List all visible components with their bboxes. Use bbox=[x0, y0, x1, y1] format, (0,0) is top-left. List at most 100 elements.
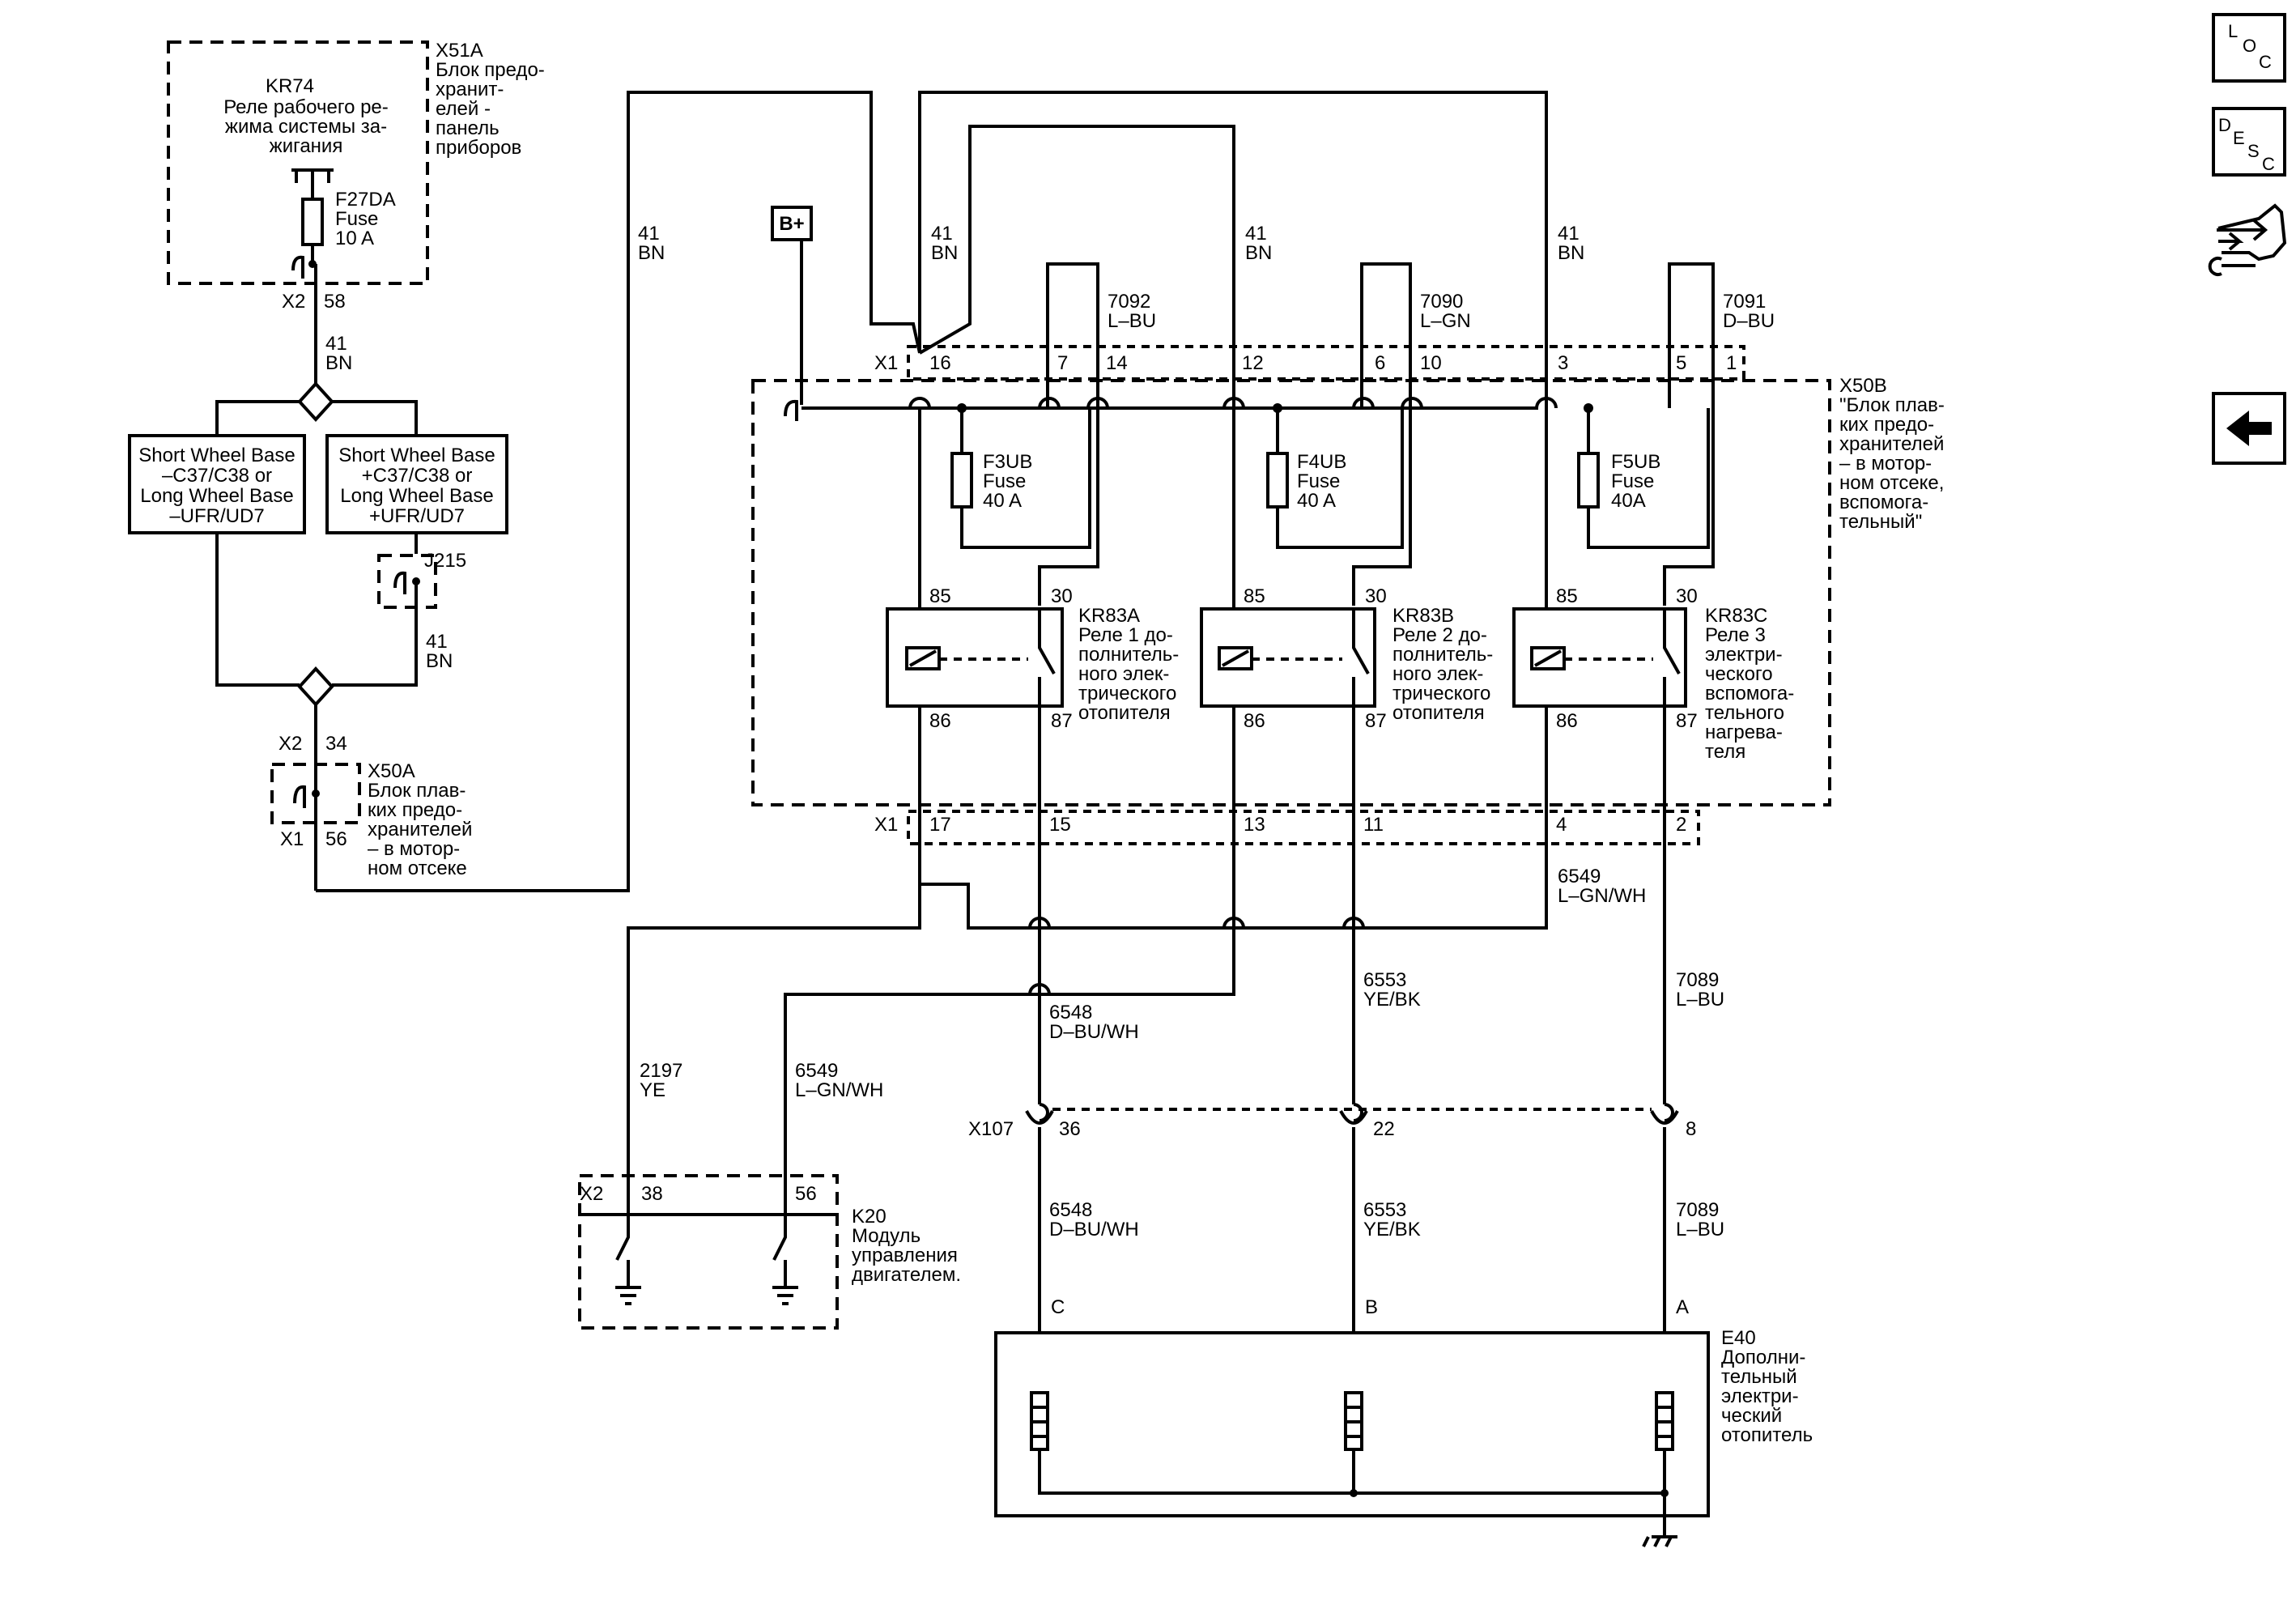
svg-text:86: 86 bbox=[929, 710, 951, 732]
svg-text:2: 2 bbox=[1676, 814, 1686, 836]
svg-text:электри-: электри- bbox=[1705, 644, 1783, 666]
wire-6553-lower-color: YE/BK bbox=[1363, 1219, 1421, 1240]
f4ub-fuse-symbol bbox=[1266, 452, 1289, 509]
svg-text:30: 30 bbox=[1676, 585, 1698, 607]
wire-2197-num: 2197 bbox=[640, 1060, 682, 1082]
svg-text:теля: теля bbox=[1705, 741, 1745, 763]
wire-7090 bbox=[1352, 262, 1412, 606]
wire-41bn-riser bbox=[316, 91, 921, 892]
svg-text:L–GN: L–GN bbox=[1420, 310, 1471, 332]
svg-text:14: 14 bbox=[1106, 352, 1128, 374]
svg-text:ном отсеке: ном отсеке bbox=[368, 857, 467, 879]
desc-letter-c: C bbox=[2262, 154, 2275, 174]
svg-text:4: 4 bbox=[1556, 814, 1567, 836]
relay-kr83b-label: KR83B Реле 2 до- полнитель- ного элек- т… bbox=[1392, 605, 1493, 724]
svg-text:отопителя: отопителя bbox=[1078, 702, 1171, 724]
svg-text:жима системы за-: жима системы за- bbox=[225, 116, 387, 138]
splice-top bbox=[297, 381, 334, 422]
svg-text:41: 41 bbox=[1558, 223, 1580, 245]
desc-letter-d: D bbox=[2218, 115, 2231, 135]
k20-pin-38: 38 bbox=[641, 1183, 663, 1205]
svg-text:BN: BN bbox=[1245, 242, 1272, 264]
svg-text:отопитель: отопитель bbox=[1721, 1424, 1813, 1446]
svg-text:елей -: елей - bbox=[436, 98, 491, 120]
wire-6549-right-color: L–GN/WH bbox=[1558, 885, 1646, 907]
wire-6548-upper-color: D–BU/WH bbox=[1049, 1021, 1139, 1043]
svg-text:жигания: жигания bbox=[270, 135, 343, 157]
option-right-label: Short Wheel Base +C37/C38 or Long Wheel … bbox=[338, 445, 495, 527]
svg-text:F27DA: F27DA bbox=[335, 189, 396, 211]
x107-terminals bbox=[1025, 1110, 1679, 1125]
wire-7089-lower-num: 7089 bbox=[1676, 1199, 1719, 1221]
svg-text:Short Wheel Base: Short Wheel Base bbox=[338, 445, 495, 466]
relay-kr83c-label: KR83C Реле 3 электри- ческого вспомога- … bbox=[1705, 605, 1794, 763]
svg-text:F3UB: F3UB bbox=[983, 451, 1032, 473]
svg-text:X51A: X51A bbox=[436, 40, 483, 62]
svg-text:панель: панель bbox=[436, 117, 500, 139]
x1-bottom-conn-label: X1 bbox=[874, 814, 898, 836]
svg-text:хранит-: хранит- bbox=[436, 79, 504, 100]
svg-text:хранителей: хранителей bbox=[368, 819, 472, 840]
svg-text:отопителя: отопителя bbox=[1392, 702, 1485, 724]
x2-terminal-symbol bbox=[291, 255, 304, 279]
desc-button[interactable]: D E S C bbox=[2212, 107, 2286, 177]
back-button[interactable] bbox=[2212, 392, 2286, 465]
f27da-label: F27DA Fuse 10 A bbox=[335, 189, 396, 249]
wire-7091 bbox=[1663, 262, 1715, 606]
svg-text:7092: 7092 bbox=[1108, 291, 1150, 313]
svg-text:85: 85 bbox=[1556, 585, 1578, 607]
svg-text:K20: K20 bbox=[852, 1206, 887, 1228]
bplus-box bbox=[771, 206, 813, 241]
k20-pin-56: 56 bbox=[795, 1183, 817, 1205]
wire-6549-right-num: 6549 bbox=[1558, 866, 1601, 887]
svg-text:7090: 7090 bbox=[1420, 291, 1463, 313]
desc-letter-s: S bbox=[2247, 141, 2260, 161]
j215-terminal-symbol bbox=[393, 571, 406, 594]
svg-text:86: 86 bbox=[1556, 710, 1578, 732]
svg-text:10 A: 10 A bbox=[335, 228, 374, 249]
svg-text:ких предо-: ких предо- bbox=[368, 799, 462, 821]
svg-text:Модуль: Модуль bbox=[852, 1225, 921, 1247]
svg-text:85: 85 bbox=[929, 585, 951, 607]
svg-text:F5UB: F5UB bbox=[1611, 451, 1660, 473]
svg-text:12: 12 bbox=[1242, 352, 1264, 374]
svg-text:30: 30 bbox=[1051, 585, 1073, 607]
wire-41-label: 41 bbox=[325, 333, 347, 355]
svg-text:41: 41 bbox=[1245, 223, 1267, 245]
wire-6548-lower-num: 6548 bbox=[1049, 1199, 1092, 1221]
svg-text:Блок предо-: Блок предо- bbox=[436, 59, 545, 81]
loc-letter-l: L bbox=[2228, 21, 2238, 41]
x50a-label: X50A Блок плав- ких предо- хранителей – … bbox=[368, 760, 472, 879]
wire-6553-upper-color: YE/BK bbox=[1363, 989, 1421, 1011]
svg-text:3: 3 bbox=[1558, 352, 1568, 374]
svg-text:–C37/C38 or: –C37/C38 or bbox=[162, 465, 272, 487]
k20-conn-label: X2 bbox=[580, 1183, 603, 1205]
x107-conn-label: X107 bbox=[968, 1118, 1014, 1140]
svg-text:X50B: X50B bbox=[1839, 375, 1887, 397]
loc-letter-o: O bbox=[2243, 36, 2256, 56]
svg-text:40 A: 40 A bbox=[1297, 490, 1336, 512]
svg-text:полнитель-: полнитель- bbox=[1078, 644, 1179, 666]
svg-text:Дополни-: Дополни- bbox=[1721, 1347, 1805, 1368]
heater-elements bbox=[1030, 1391, 1674, 1451]
wire-bn-j215-label: BN bbox=[426, 650, 453, 672]
svg-text:A: A bbox=[1676, 1296, 1689, 1318]
connector-tools-icon[interactable] bbox=[2208, 203, 2287, 276]
wire-6548-lower-color: D–BU/WH bbox=[1049, 1219, 1139, 1240]
svg-text:1: 1 bbox=[1726, 352, 1737, 374]
svg-text:Long Wheel Base: Long Wheel Base bbox=[140, 485, 293, 507]
x1-top-conn-label: X1 bbox=[874, 352, 898, 374]
x50a-top-pin-label: 34 bbox=[325, 733, 347, 755]
svg-text:тельный": тельный" bbox=[1839, 511, 1922, 533]
svg-text:– в мотор-: – в мотор- bbox=[368, 838, 460, 860]
svg-text:15: 15 bbox=[1049, 814, 1071, 836]
svg-text:E40: E40 bbox=[1721, 1327, 1756, 1349]
loc-button[interactable]: L O C bbox=[2212, 13, 2286, 83]
svg-text:+UFR/UD7: +UFR/UD7 bbox=[369, 505, 465, 527]
heater-feed-wires bbox=[1038, 1127, 1666, 1333]
wire-6553-upper-num: 6553 bbox=[1363, 969, 1406, 991]
svg-text:41: 41 bbox=[931, 223, 953, 245]
svg-text:двигателем.: двигателем. bbox=[852, 1264, 961, 1286]
fuse-labels: F3UB Fuse 40 A F4UB Fuse 40 A F5UB Fuse … bbox=[983, 451, 1660, 512]
svg-text:11: 11 bbox=[1363, 814, 1384, 836]
